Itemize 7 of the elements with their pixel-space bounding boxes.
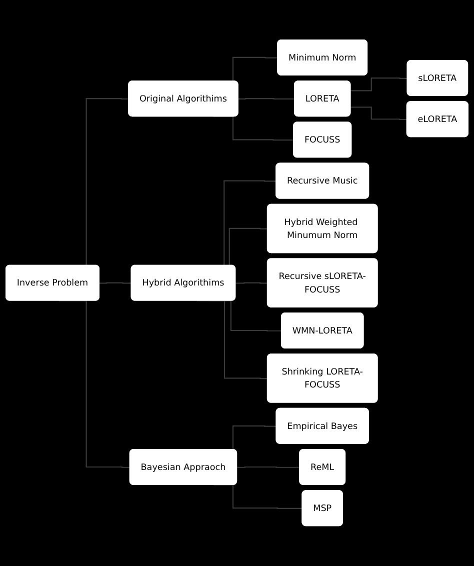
connector [100,282,132,284]
connector [237,466,300,468]
connector [350,106,408,120]
connector [236,282,268,284]
connector [350,78,408,92]
connector [213,116,294,141]
connector [238,98,295,100]
